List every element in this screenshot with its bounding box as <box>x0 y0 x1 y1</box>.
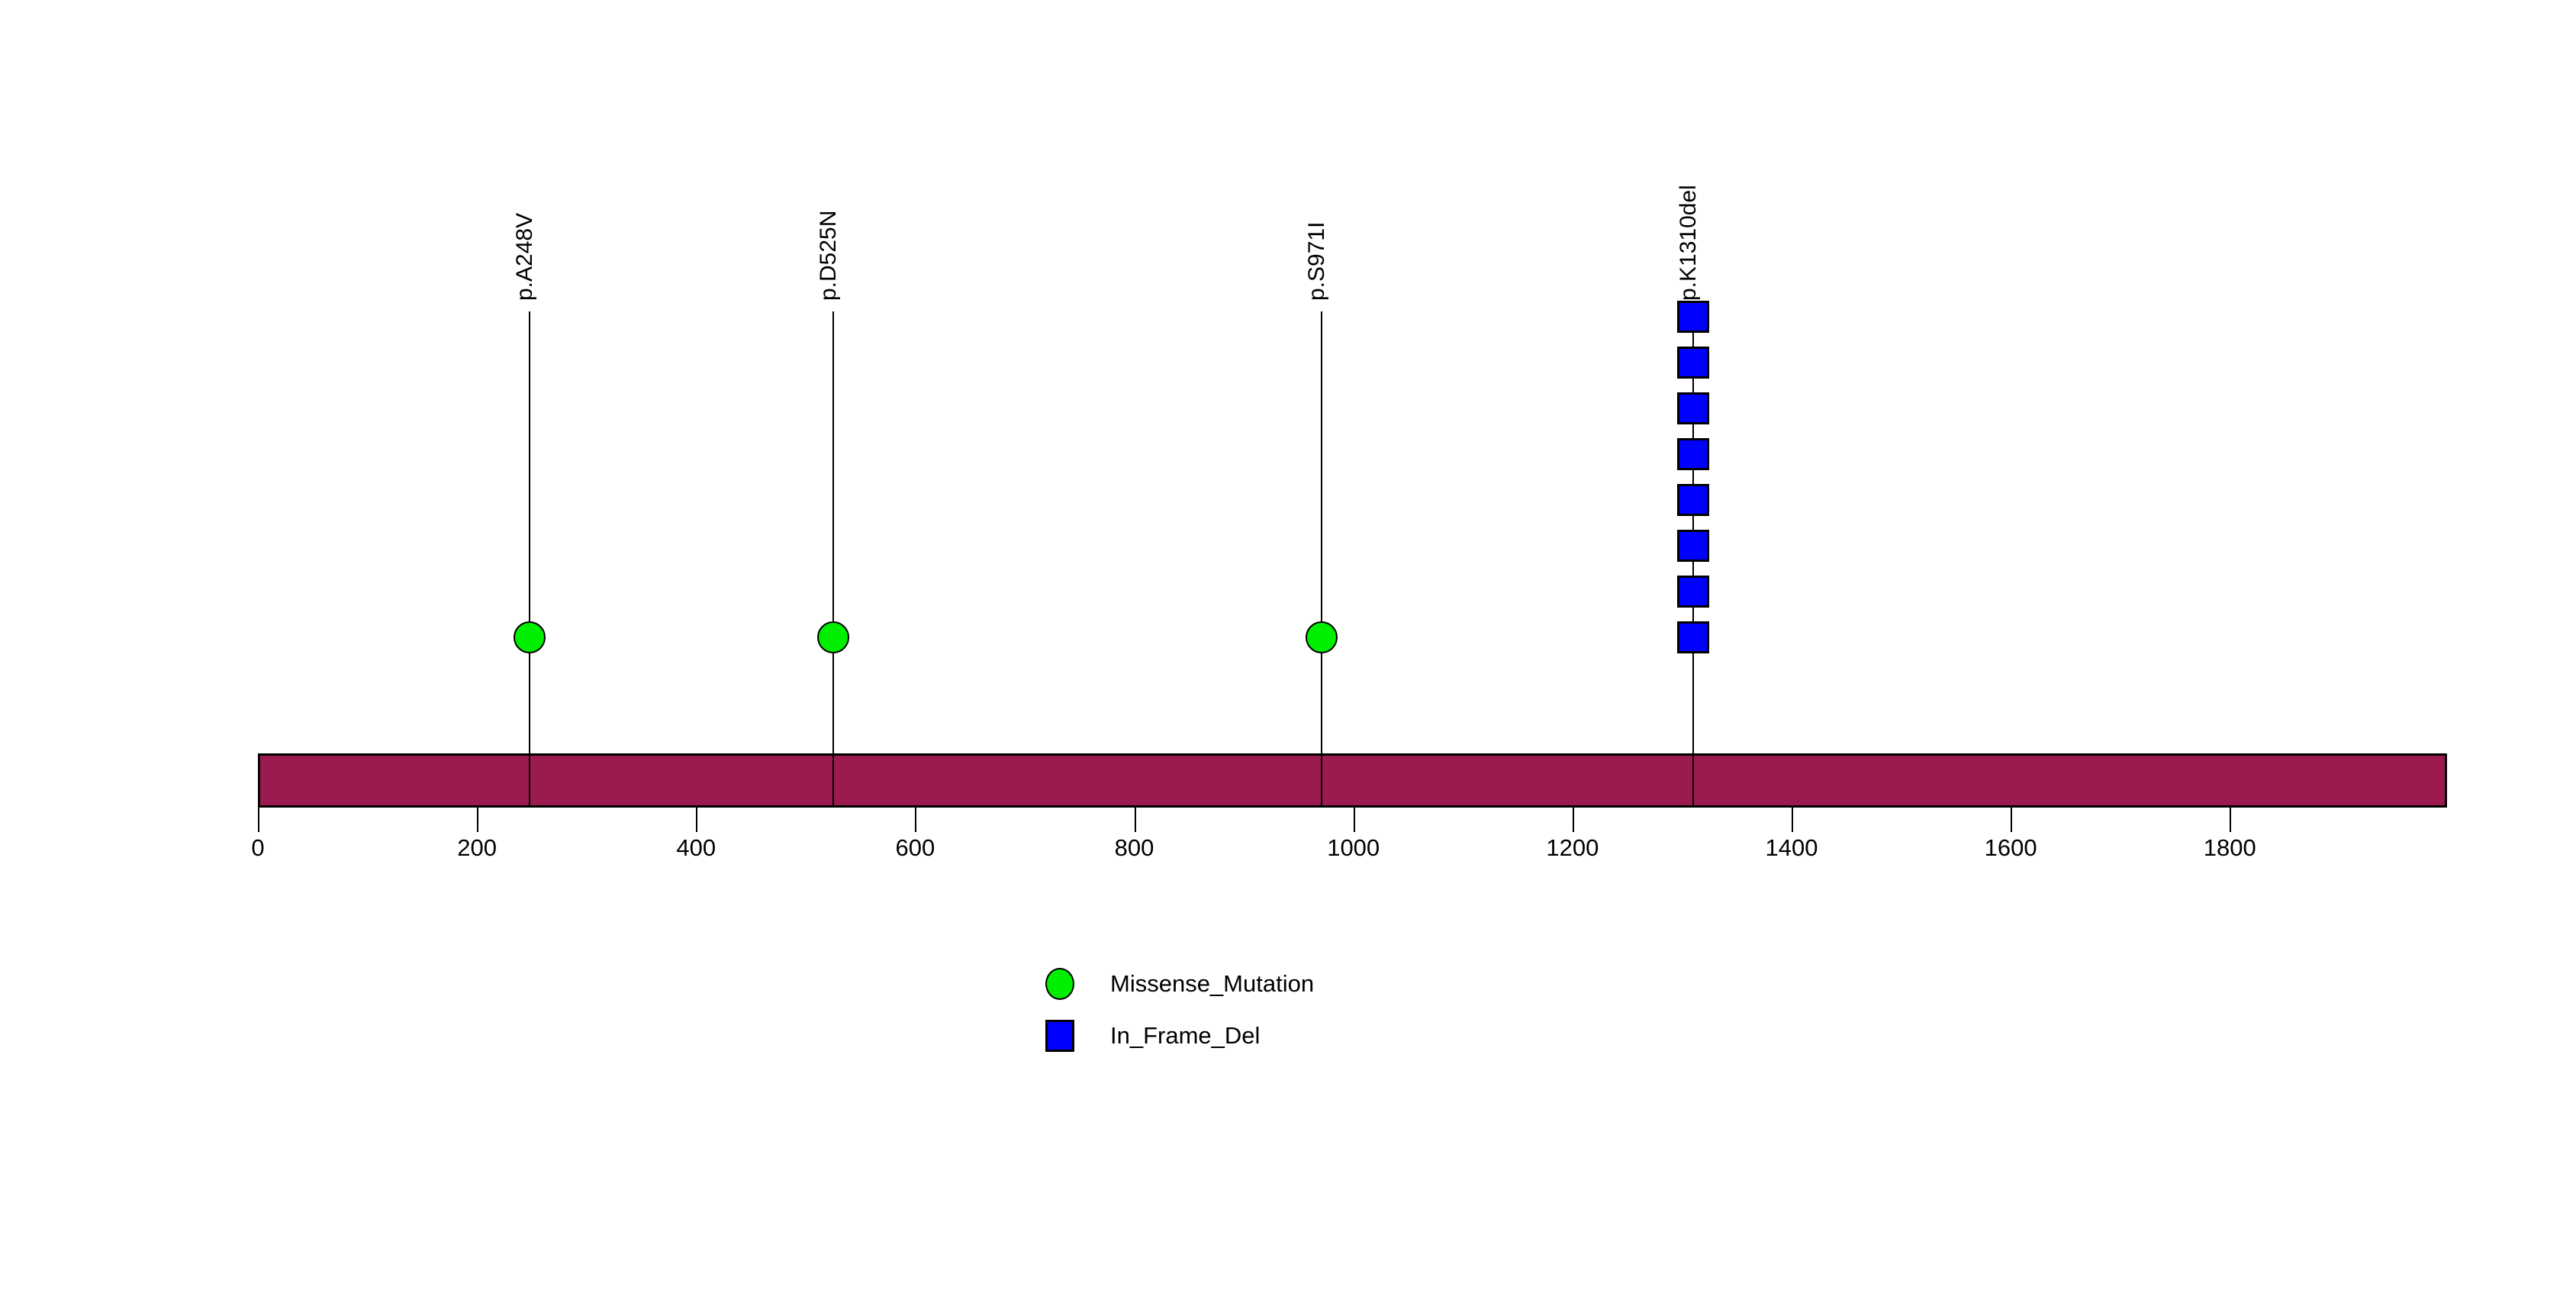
legend-item-label: In_Frame_Del <box>1110 1022 1261 1049</box>
legend-circle-icon <box>1045 968 1074 1000</box>
x-axis-tick-label: 0 <box>251 834 265 861</box>
x-axis-tick <box>1572 808 1574 832</box>
x-axis-tick <box>696 808 698 832</box>
mutation-marker-square[interactable] <box>1676 392 1709 424</box>
mutation-marker-square[interactable] <box>1676 484 1709 516</box>
x-axis-tick <box>2011 808 2013 832</box>
legend-item-label: Missense_Mutation <box>1110 970 1315 997</box>
x-axis-tick-label: 600 <box>895 834 935 861</box>
x-axis-tick-label: 1000 <box>1327 834 1380 861</box>
x-axis-tick <box>1134 808 1136 832</box>
x-axis-tick-label: 1200 <box>1546 834 1599 861</box>
x-axis-tick <box>1791 808 1793 832</box>
x-axis-tick <box>258 808 259 832</box>
lollipop-stem <box>832 311 834 808</box>
lollipop-stem <box>529 311 531 808</box>
mutation-label: p.S971I <box>1304 221 1330 301</box>
mutation-marker-square[interactable] <box>1676 347 1709 379</box>
legend-item[interactable]: Missense_Mutation <box>1045 968 1314 1000</box>
mutation-label: p.A248V <box>512 212 538 301</box>
x-axis-tick-label: 1400 <box>1765 834 1818 861</box>
x-axis-tick-label: 400 <box>676 834 716 861</box>
x-axis-tick-label: 800 <box>1114 834 1154 861</box>
mutation-marker-square[interactable] <box>1676 438 1709 470</box>
mutation-marker-square[interactable] <box>1676 530 1709 562</box>
protein-backbone-bar <box>258 753 2447 808</box>
mutation-label: p.D525N <box>815 210 841 301</box>
x-axis-tick <box>915 808 917 832</box>
mutation-marker-circle[interactable] <box>816 621 849 653</box>
x-axis-tick-label: 1800 <box>2203 834 2256 861</box>
legend-item[interactable]: In_Frame_Del <box>1045 1020 1260 1052</box>
x-axis-tick <box>2230 808 2232 832</box>
mutation-label: p.K1310del <box>1675 185 1701 301</box>
mutation-marker-square[interactable] <box>1676 621 1709 653</box>
x-axis-tick <box>477 808 479 832</box>
x-axis-tick-label: 1600 <box>1984 834 2037 861</box>
x-axis-tick <box>1353 808 1355 832</box>
mutation-marker-circle[interactable] <box>1306 621 1338 653</box>
legend-square-icon <box>1045 1020 1074 1052</box>
lollipop-stem <box>1321 311 1323 808</box>
mutation-marker-square[interactable] <box>1676 576 1709 608</box>
mutation-marker-circle[interactable] <box>514 621 546 653</box>
x-axis-tick-label: 200 <box>457 834 497 861</box>
mutation-marker-square[interactable] <box>1676 301 1709 333</box>
